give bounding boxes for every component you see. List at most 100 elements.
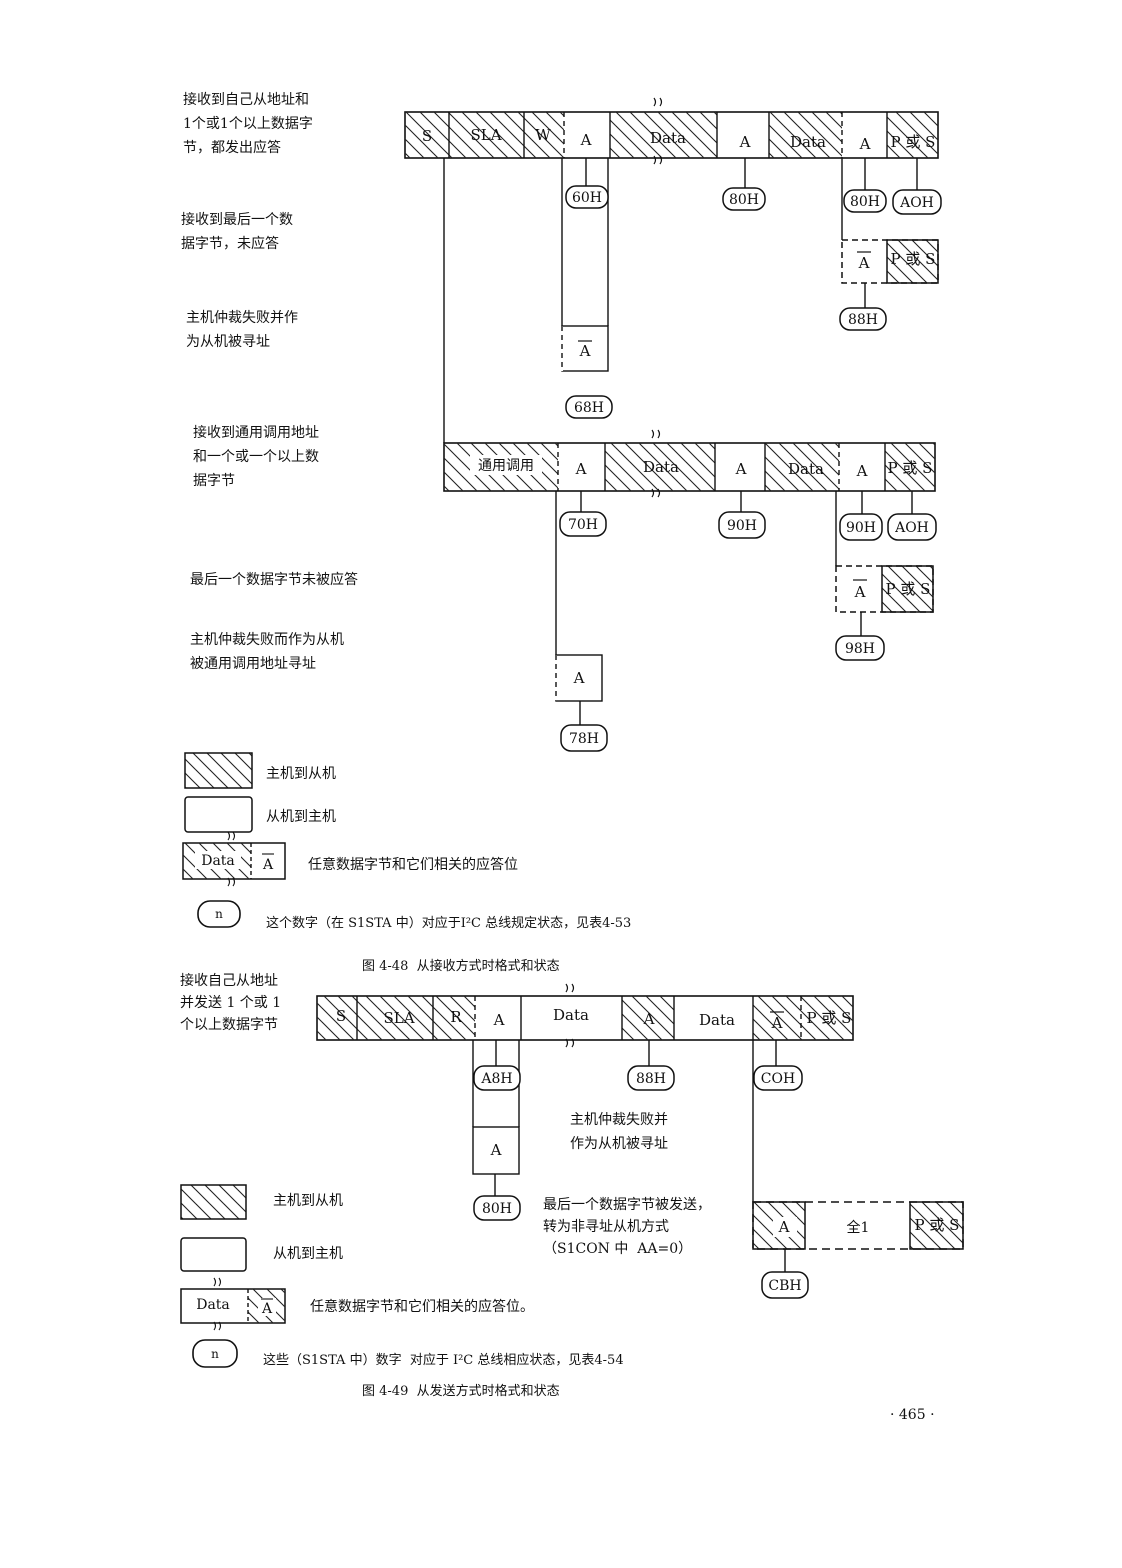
row-label-last-nack: 接收到最后一个数 据字节，未应答	[181, 212, 293, 252]
frame-receive-main: S SLA W A Data A Data A P 或 S	[404, 111, 939, 159]
note-arbitration-lost: 主机仲裁失败并 作为从机被寻址	[570, 1112, 668, 1152]
legend-1: Data A n	[182, 752, 286, 928]
legend-ack-label: A	[262, 857, 274, 873]
frame-transmit-main: S SLA R A Data A Data A P 或 S	[316, 995, 854, 1041]
frame-transmit-last: A 全1 P 或 S	[752, 1201, 964, 1250]
page-number: · 465 ·	[890, 1407, 935, 1423]
svg-text:A: A	[493, 1011, 505, 1029]
label-nack-p-or-s: P 或 S	[891, 250, 936, 268]
svg-text:A: A	[490, 1141, 502, 1159]
label-a-1: A	[580, 131, 592, 149]
label-data-2: Data	[790, 133, 826, 151]
svg-text:CBH: CBH	[768, 1278, 801, 1294]
svg-text:全1: 全1	[847, 1219, 870, 1236]
row-label-arbitration-lost: 主机仲裁失败并作 为从机被寻址	[186, 310, 298, 350]
label-general-call: 通用调用	[478, 458, 534, 474]
row-label-general-call: 接收到通用调用地址 和一个或一个以上数 据字节	[193, 425, 319, 489]
label-gc-ack-lost: A	[573, 669, 585, 687]
label-nack: A	[858, 254, 870, 272]
label-gc-data-2: Data	[788, 460, 824, 478]
svg-text:80H: 80H	[482, 1201, 512, 1217]
field-gc-data-2	[765, 443, 839, 491]
state-a0h-a: AOH	[899, 195, 934, 211]
legend-state-oval	[197, 900, 241, 928]
svg-text:COH: COH	[761, 1071, 795, 1087]
state-80h-b: 80H	[850, 194, 880, 210]
legend-hatched-box	[184, 752, 253, 789]
state-ovals-1: 60H 80H 80H AOH 88H 68H 70H 90H 90H AOH …	[559, 185, 942, 752]
legend-plain-box	[184, 796, 253, 833]
frame-last-nack: A P 或 S	[841, 239, 939, 284]
state-98h: 98H	[845, 641, 875, 657]
label-a-3: A	[859, 135, 871, 153]
state-80h-a: 80H	[729, 192, 759, 208]
svg-text:Data: Data	[196, 1297, 230, 1313]
state-78h: 78H	[569, 731, 599, 747]
label-gc-nack-p-or-s: P 或 S	[886, 580, 931, 598]
frame-general-call: 通用调用 A Data A Data A P 或 S	[443, 442, 936, 492]
state-68h: 68H	[574, 400, 604, 416]
frame-general-lost: A	[555, 654, 603, 702]
frame-general-nack: A P 或 S	[835, 565, 934, 613]
state-90h-b: 90H	[846, 520, 876, 536]
svg-text:A: A	[771, 1014, 783, 1032]
field-data-2	[769, 112, 842, 158]
svg-text:P 或 S: P 或 S	[915, 1216, 960, 1234]
svg-text:Data: Data	[699, 1011, 735, 1029]
label-gc-data-1: Data	[643, 458, 679, 476]
note-last-byte-sent: 最后一个数据字节被发送， 转为非寻址从机方式 （S1CON 中 AA=0）	[543, 1197, 711, 1257]
legend2-slave-to-master: 从机到主机	[273, 1246, 343, 1262]
state-88h: 88H	[848, 312, 878, 328]
label-gc-a-1: A	[575, 460, 587, 478]
state-60h: 60H	[572, 190, 602, 206]
field-w	[524, 112, 564, 158]
label-s: S	[422, 127, 432, 145]
label-w: W	[535, 126, 551, 144]
svg-text:P 或 S: P 或 S	[807, 1009, 852, 1027]
svg-text:n: n	[215, 907, 223, 921]
legend2-master-to-slave: 主机到从机	[273, 1193, 343, 1209]
figure-caption-4-49: 图 4-49 从发送方式时格式和状态	[362, 1384, 560, 1399]
svg-text:A: A	[778, 1218, 790, 1236]
state-a0h-b: AOH	[894, 520, 929, 536]
label-nack-lost: A	[579, 342, 591, 360]
legend-2: Data A n	[180, 1184, 286, 1368]
svg-text:S: S	[336, 1007, 346, 1025]
legend-state-note: 这个数字（在 S1STA 中）对应于I²C 总线规定状态，见表4-53	[266, 916, 632, 931]
label-gc-nack: A	[854, 583, 866, 601]
field-s	[405, 112, 449, 158]
svg-text:A: A	[643, 1010, 655, 1028]
figure-caption-4-48: 图 4-48 从接收方式时格式和状态	[362, 959, 560, 974]
field-data-1	[610, 112, 717, 158]
state-70h: 70H	[568, 517, 598, 533]
field-sla	[449, 112, 524, 158]
state-ovals-2: A8H 88H COH 80H CBH	[473, 1065, 809, 1299]
legend-data-ack: 任意数据字节和它们相关的应答位	[308, 857, 518, 873]
label-gc-p-or-s: P 或 S	[888, 459, 933, 477]
legend-master-to-slave: 主机到从机	[266, 766, 336, 782]
svg-text:A8H: A8H	[480, 1071, 512, 1087]
svg-text:A: A	[261, 1301, 273, 1317]
label-sla: SLA	[470, 126, 501, 144]
state-90h-a: 90H	[727, 518, 757, 534]
label-a-2: A	[739, 133, 751, 151]
legend2-data-ack: 任意数据字节和它们相关的应答位。	[310, 1299, 534, 1315]
row-label-general-last-nack: 最后一个数据字节未被应答	[190, 572, 358, 588]
legend-data-label: Data	[201, 853, 235, 869]
label-gc-a-2: A	[735, 460, 747, 478]
row-label-transmit: 接收自己从地址 并发送 1 个或 1 个以上数据字节	[180, 973, 282, 1033]
svg-text:n: n	[211, 1347, 219, 1361]
svg-text:R: R	[450, 1008, 462, 1026]
legend2-state-note: 这些（S1STA 中）数字 对应于 I²C 总线相应状态，见表4-54	[263, 1353, 624, 1368]
svg-text:88H: 88H	[636, 1071, 666, 1087]
frame-transmit-lost: A	[472, 1126, 520, 1175]
row-label-ack-all: 接收到自己从地址和 1个或1个以上数据字 节，都发出应答	[183, 92, 313, 156]
svg-text:SLA: SLA	[383, 1009, 414, 1027]
frame-arbitration-lost: A	[561, 325, 609, 372]
label-data-1: Data	[650, 129, 686, 147]
label-p-or-s: P 或 S	[891, 133, 936, 151]
legend-slave-to-master: 从机到主机	[266, 809, 336, 825]
field-gc-data-1	[605, 443, 715, 491]
row-label-general-arbitration-lost: 主机仲裁失败而作为从机 被通用调用地址寻址	[190, 632, 344, 672]
